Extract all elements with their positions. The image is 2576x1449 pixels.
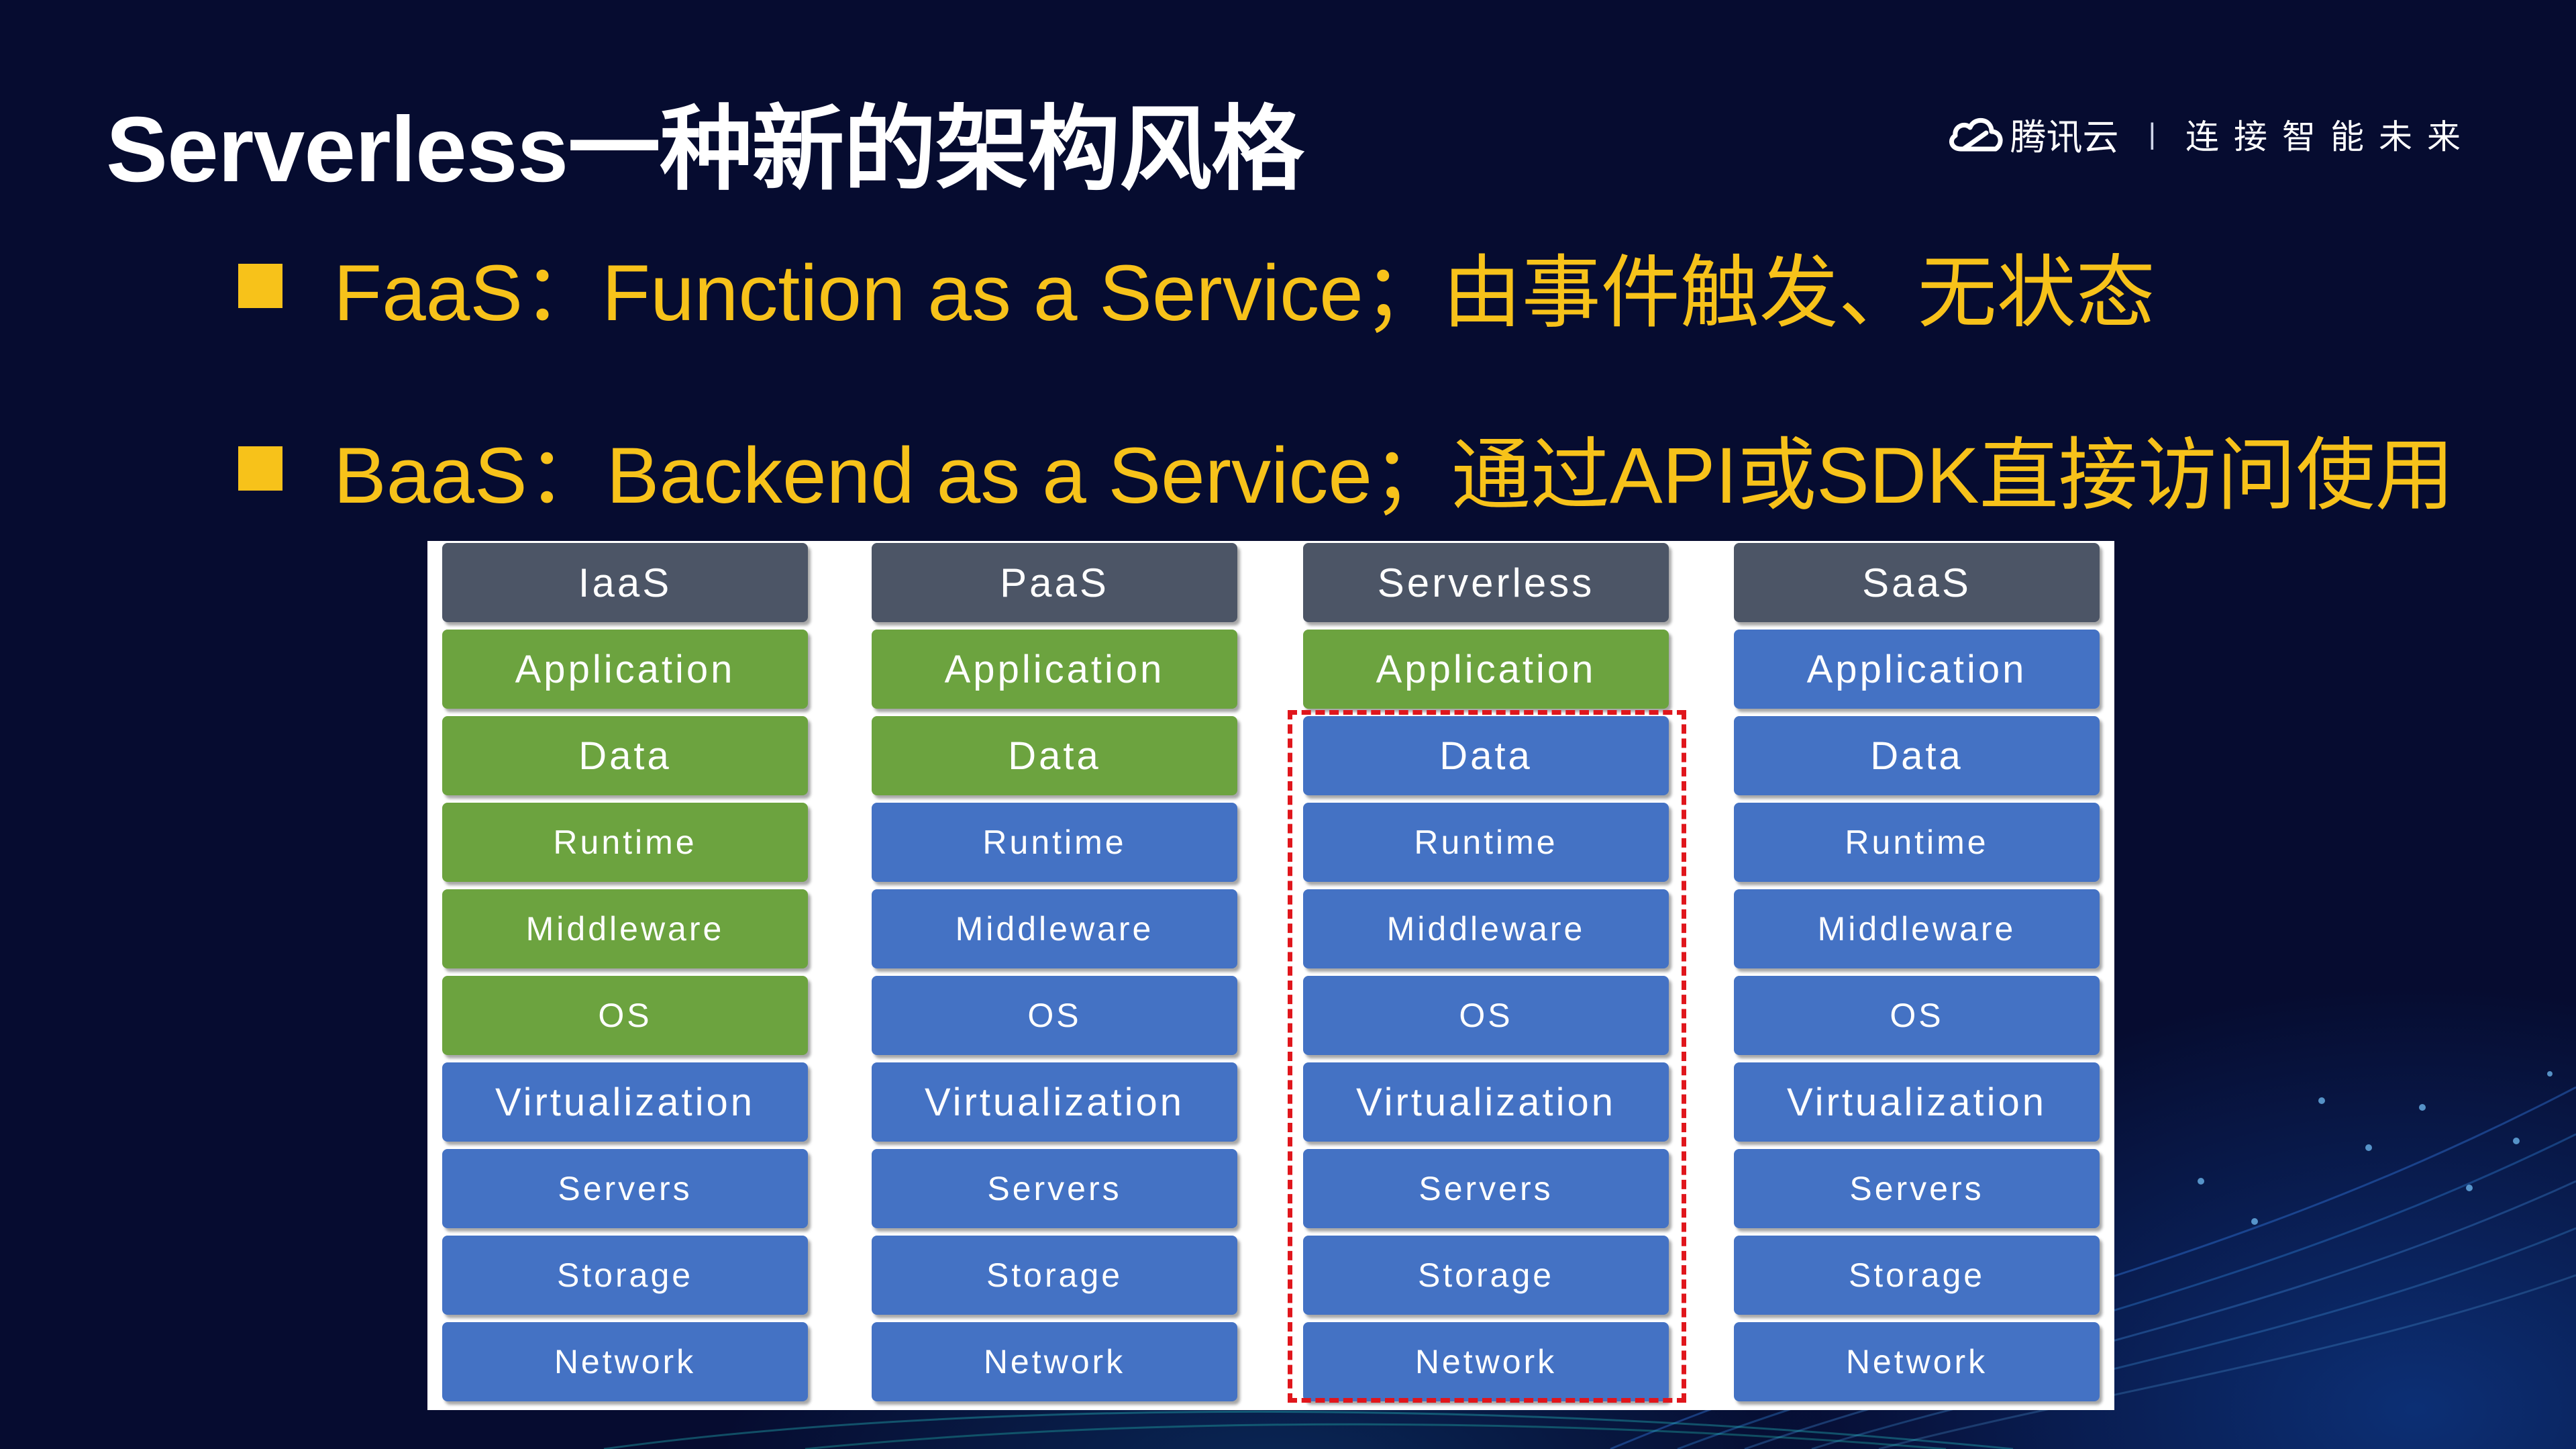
column-header: IaaS <box>442 543 808 622</box>
layer-storage: Storage <box>1734 1236 2100 1315</box>
column-header: PaaS <box>872 543 1237 622</box>
layer-servers: Servers <box>442 1149 808 1228</box>
layer-os: OS <box>442 976 808 1055</box>
layer-os: OS <box>1303 976 1669 1055</box>
bullet-text: BaaS：Backend as a Service；通过API或SDK直接访问使… <box>333 432 2455 520</box>
layer-middleware: Middleware <box>1303 889 1669 968</box>
layer-data: Data <box>1303 716 1669 795</box>
layer-network: Network <box>442 1322 808 1401</box>
layer-middleware: Middleware <box>872 889 1237 968</box>
bullet-square-icon <box>238 446 282 491</box>
layer-storage: Storage <box>1303 1236 1669 1315</box>
layer-network: Network <box>872 1322 1237 1401</box>
layer-runtime: Runtime <box>442 803 808 882</box>
layer-storage: Storage <box>442 1236 808 1315</box>
brand-name: 腾讯云 <box>2010 117 2119 158</box>
bullet-baas: BaaS：Backend as a Service；通过API或SDK直接访问使… <box>238 411 2455 526</box>
layer-servers: Servers <box>1734 1149 2100 1228</box>
layer-virtualization: Virtualization <box>1303 1062 1669 1142</box>
cloud-logo-icon <box>1949 117 2003 151</box>
layer-network: Network <box>1734 1322 2100 1401</box>
serverless-highlight-box <box>1288 710 1686 1403</box>
layer-os: OS <box>1734 976 2100 1055</box>
column-header: Serverless <box>1303 543 1669 622</box>
layer-virtualization: Virtualization <box>872 1062 1237 1142</box>
layer-data: Data <box>872 716 1237 795</box>
layer-data: Data <box>1734 716 2100 795</box>
layer-application: Application <box>1734 630 2100 709</box>
brand-header: 腾讯云 | 连接智能未来 <box>1945 107 2475 160</box>
layer-data: Data <box>442 716 808 795</box>
layer-runtime: Runtime <box>872 803 1237 882</box>
layer-middleware: Middleware <box>442 889 808 968</box>
layer-servers: Servers <box>1303 1149 1669 1228</box>
layer-network: Network <box>1303 1322 1669 1401</box>
layer-os: OS <box>872 976 1237 1055</box>
slide-title: Serverless一种新的架构风格 <box>106 98 1304 201</box>
layer-virtualization: Virtualization <box>1734 1062 2100 1142</box>
column-header: SaaS <box>1734 543 2100 622</box>
layer-application: Application <box>442 630 808 709</box>
bullet-square-icon <box>238 263 282 308</box>
layer-application: Application <box>1303 630 1669 709</box>
layer-runtime: Runtime <box>1303 803 1669 882</box>
layer-application: Application <box>872 630 1237 709</box>
bullet-text: FaaS：Function as a Service；由事件触发、无状态 <box>333 249 2155 338</box>
bullet-faas: FaaS：Function as a Service；由事件触发、无状态 <box>238 228 2155 343</box>
brand-slogan: 连接智能未来 <box>2185 117 2475 156</box>
layer-virtualization: Virtualization <box>442 1062 808 1142</box>
brand-divider: | <box>2148 117 2156 150</box>
layer-runtime: Runtime <box>1734 803 2100 882</box>
layer-middleware: Middleware <box>1734 889 2100 968</box>
layer-storage: Storage <box>872 1236 1237 1315</box>
layer-servers: Servers <box>872 1149 1237 1228</box>
